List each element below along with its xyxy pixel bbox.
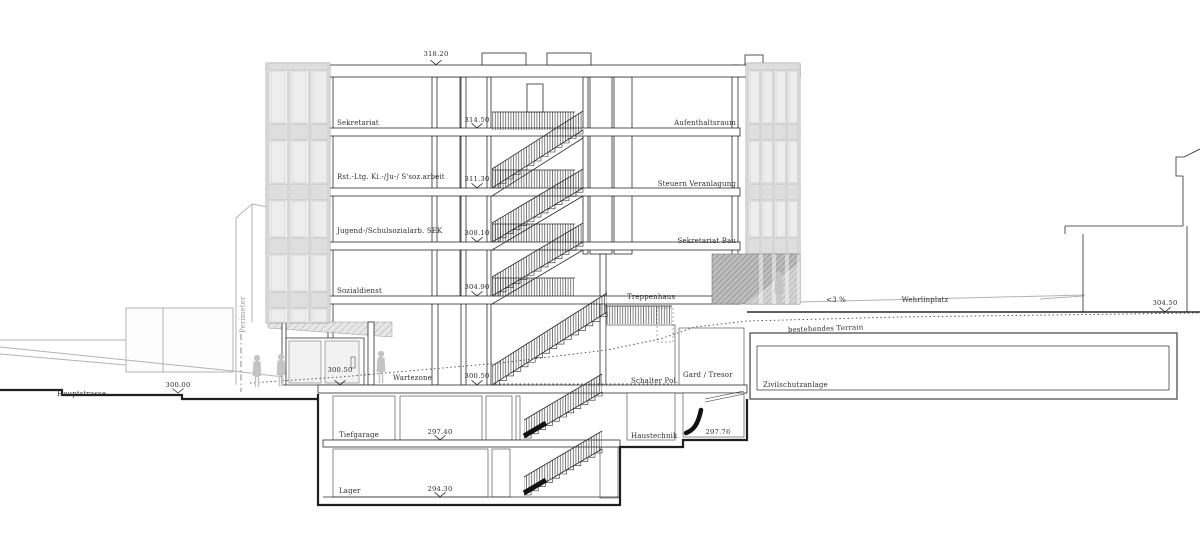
room-aufenthaltsraum: Aufenthaltsraum (673, 119, 736, 127)
basement-structure (0, 388, 749, 507)
staircase (491, 83, 672, 496)
right-facade (711, 62, 801, 305)
room-sekretariat: Sekretariat (337, 119, 379, 127)
site-slope: <3 % (826, 296, 846, 304)
site-left-background (0, 203, 319, 385)
room-schalter: Schalter Pol. (631, 377, 678, 385)
level-street: 300.00 (166, 381, 191, 389)
room-treppenhaus: Treppenhaus (627, 293, 675, 301)
room-steuern: Steuern Veranlagung (658, 180, 737, 188)
room-tiefgarage: Tiefgarage (339, 431, 379, 439)
room-gard-tresor: Gard / Tresor (683, 371, 733, 379)
site-platz-name: Wehrlinplatz (902, 296, 949, 304)
level-floor3: 311.30 (465, 175, 490, 183)
room-haustechnik: Haustechnik (631, 432, 678, 440)
level-floor2: 308.10 (465, 229, 490, 237)
site-hauptstrasse: Hauptstrasse (57, 390, 106, 398)
level-storage: 294.30 (428, 485, 453, 493)
site-right (747, 148, 1200, 400)
level-ground: 300.50 (465, 372, 490, 380)
labels: 318.20 314.50 311.30 308.10 304.90 300.5… (57, 50, 1177, 495)
site-terrain: bestehendes Terrain (788, 323, 864, 334)
terrain-hatch (711, 253, 801, 305)
room-jugend: Jugend-/Schulsozialarb. SEK (336, 227, 443, 235)
site-perimeter: Perimeter (239, 296, 247, 333)
room-sozialdienst: Sozialdienst (337, 287, 382, 295)
room-lager: Lager (339, 487, 361, 495)
level-ramp: 297.76 (706, 428, 731, 436)
neighbour-building (1064, 148, 1200, 312)
room-zivilschutz: Zivilschutzanlage (763, 381, 828, 389)
level-roof: 318.20 (424, 50, 449, 58)
zivilschutz-inner-box (756, 345, 1170, 391)
existing-terrain-line (249, 312, 1200, 384)
terrain-lines (240, 312, 1200, 392)
left-facade (265, 62, 331, 324)
level-ground-entrance: 300.50 (328, 366, 353, 374)
level-garage: 297.40 (428, 428, 453, 436)
level-floor4: 314.50 (465, 116, 490, 124)
level-platz: 304.50 (1153, 299, 1178, 307)
room-rst-ltg: Rst.-Ltg. Ki.-/Ju-/ S'soz.arbeit (337, 173, 445, 181)
room-wartezone: Wartezone (393, 374, 432, 382)
level-floor1: 304.90 (465, 283, 490, 291)
room-sekretariat-bau: Sekretariat Bau (677, 237, 736, 245)
